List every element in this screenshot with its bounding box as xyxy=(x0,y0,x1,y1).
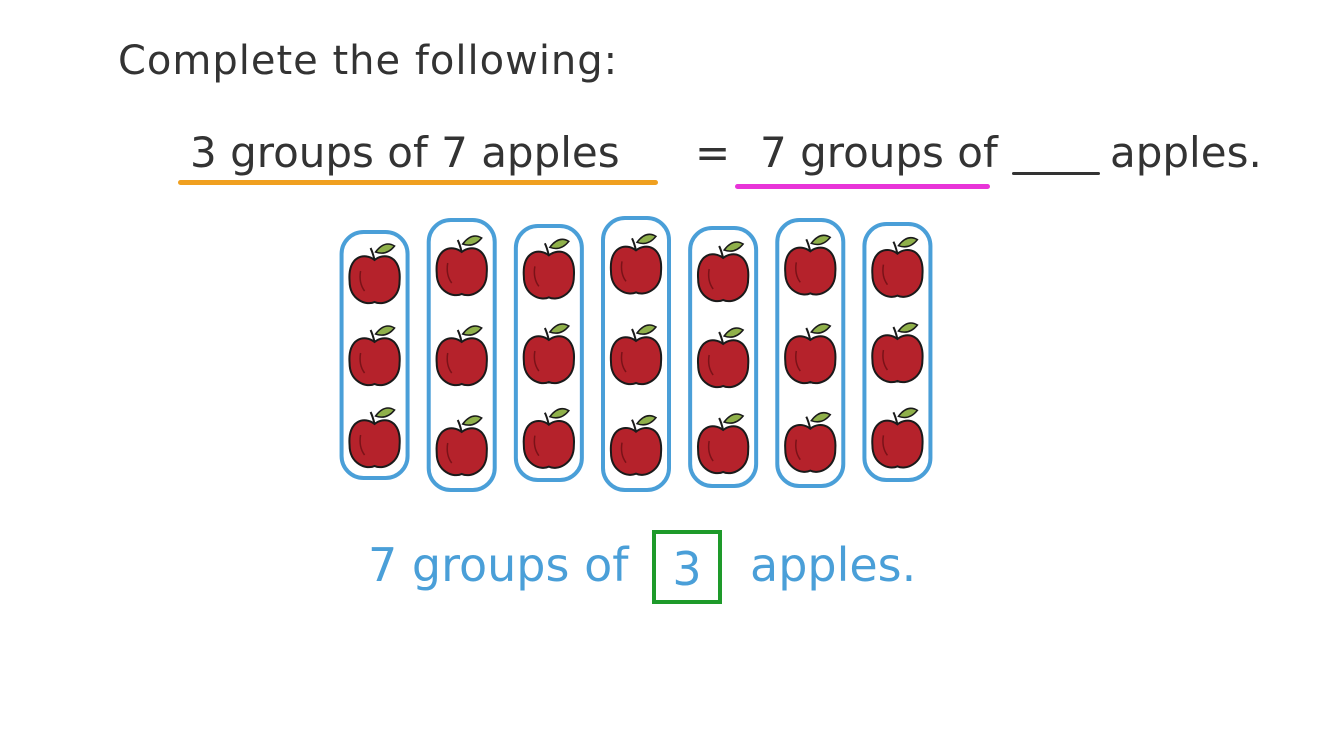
group-outline xyxy=(688,226,759,488)
apple-icon xyxy=(435,235,488,297)
apple-group xyxy=(601,216,671,492)
answer-box: 3 xyxy=(652,530,722,604)
group-outline xyxy=(513,224,584,482)
apple-icon xyxy=(697,413,750,475)
answer-line: 7 groups of 3 apples. xyxy=(0,520,1344,620)
apple-icon xyxy=(871,236,924,298)
equation-right-prefix: 7 groups of xyxy=(760,128,998,177)
group-outline xyxy=(601,216,671,492)
apple-icon xyxy=(522,407,575,469)
question-heading: Complete the following: xyxy=(118,38,619,84)
apple-icon xyxy=(348,325,401,387)
apple-icon xyxy=(348,243,401,305)
group-outline xyxy=(339,230,410,480)
apple-icon xyxy=(697,241,750,303)
apple-icon xyxy=(697,327,750,389)
apple-icon xyxy=(784,234,837,296)
apple-icon xyxy=(435,415,488,477)
apple-icon xyxy=(522,238,575,300)
apple-icon xyxy=(871,322,924,384)
apple-group xyxy=(862,222,933,482)
apple-icon xyxy=(609,414,663,476)
apple-group xyxy=(513,224,584,482)
equals-sign: = xyxy=(695,128,731,177)
apple-group xyxy=(688,226,759,488)
apple-icon xyxy=(348,407,401,469)
answer-suffix: apples. xyxy=(750,538,917,592)
apple-icon xyxy=(609,324,663,386)
apple-icon xyxy=(871,407,924,469)
equation-right-suffix: apples. xyxy=(1110,128,1262,177)
group-outline xyxy=(862,222,933,482)
answer-value: 3 xyxy=(672,542,702,596)
apple-icon xyxy=(522,323,575,385)
answer-prefix: 7 groups of xyxy=(368,538,629,592)
apple-icon xyxy=(435,325,488,387)
equation-left: 3 groups of 7 apples xyxy=(190,128,620,177)
group-outline xyxy=(775,218,846,488)
group-outline xyxy=(426,218,497,492)
apple-icon xyxy=(784,323,837,385)
equation: 3 groups of 7 apples = 7 groups of apple… xyxy=(0,118,1344,208)
right-underline xyxy=(735,184,990,189)
apple-group xyxy=(775,218,846,488)
apple-group xyxy=(339,230,410,480)
apple-groups-diagram xyxy=(339,216,933,492)
apple-group xyxy=(426,218,497,492)
apple-icon xyxy=(784,411,837,473)
left-underline xyxy=(178,180,658,185)
apple-icon xyxy=(609,233,663,295)
answer-blank xyxy=(1012,172,1100,175)
